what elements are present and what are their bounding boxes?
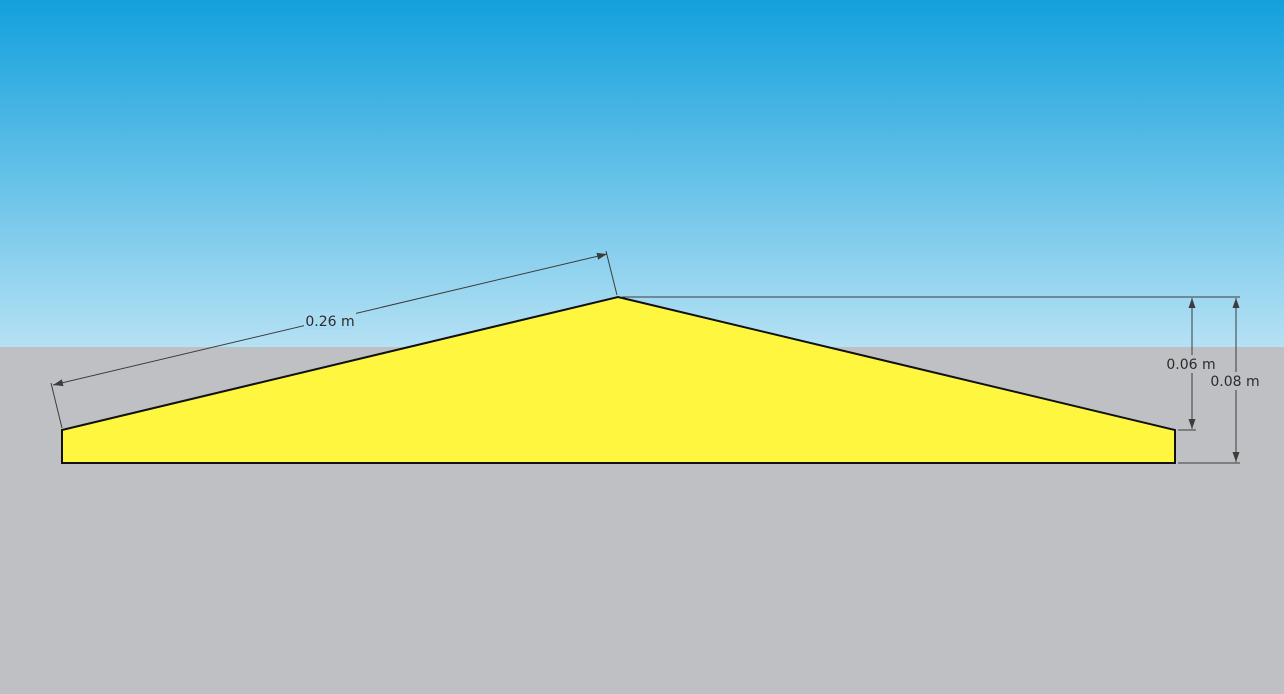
slope-label-background — [304, 312, 356, 330]
total-height-dimension-label: 0.08 m — [1210, 374, 1259, 390]
rise-label-background — [1165, 355, 1217, 373]
sky-background — [0, 0, 1284, 347]
slope-extension-line-right — [605, 250, 618, 296]
rise-dimension-label: 0.06 m — [1166, 357, 1215, 373]
slope-dimension-label: 0.26 m — [305, 314, 354, 330]
total-height-label-background — [1209, 372, 1261, 390]
slope-extension-line-left — [50, 382, 63, 429]
